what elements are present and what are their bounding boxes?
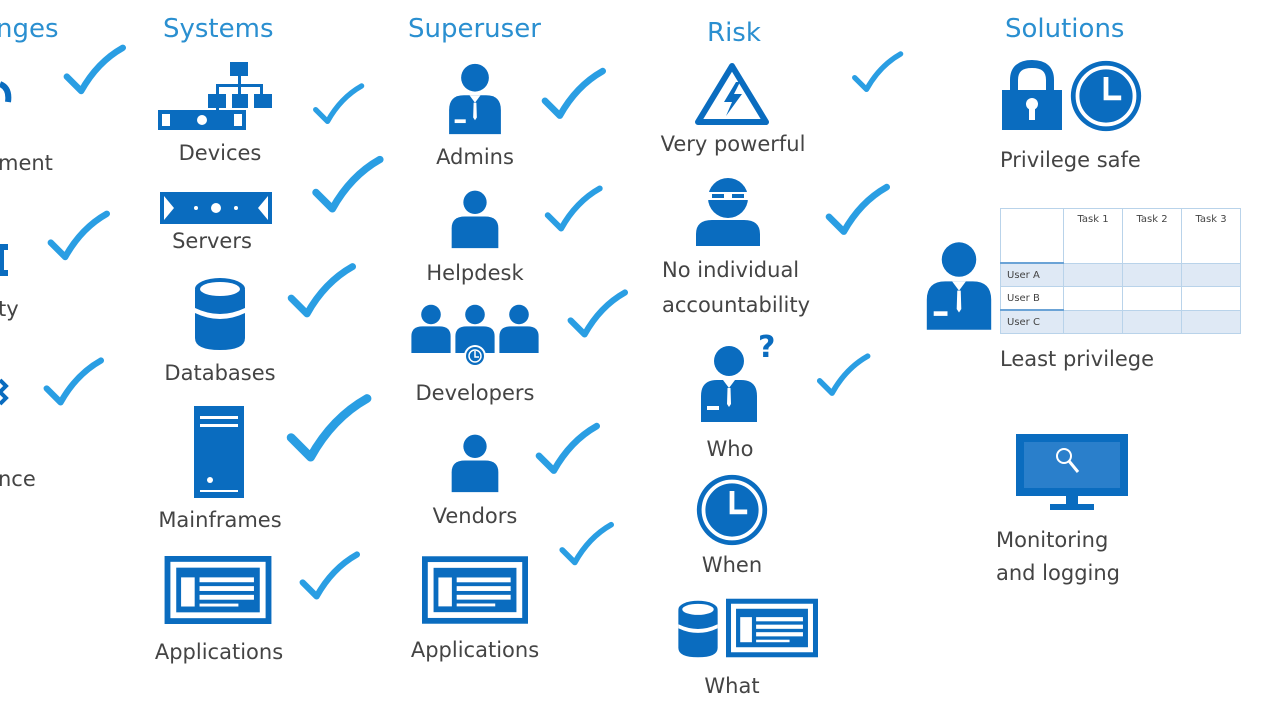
solutions-item-label: and logging xyxy=(996,561,1121,585)
network-device-icon xyxy=(158,62,272,130)
systems-item-label: Mainframes xyxy=(158,508,282,532)
check-icon xyxy=(566,286,628,344)
server-icon xyxy=(160,192,272,224)
superuser-item-label: Admins xyxy=(436,145,514,169)
warning-icon xyxy=(695,63,769,125)
partial-icon xyxy=(0,378,9,406)
check-icon xyxy=(286,260,356,324)
helpdesk-icon xyxy=(450,186,500,252)
solutions-item-label: Least privilege xyxy=(1000,347,1155,371)
systems-item-label: Devices xyxy=(178,141,262,165)
database-icon xyxy=(676,598,720,660)
changes-item-label: ty xyxy=(0,297,19,321)
check-icon xyxy=(62,36,126,106)
monitor-search-icon xyxy=(1016,434,1128,510)
task-header: Task 2 xyxy=(1122,208,1182,264)
risk-item-label: Who xyxy=(706,437,754,461)
user-icon xyxy=(926,242,992,330)
matrix-corner-cell xyxy=(1000,208,1064,264)
application-icon xyxy=(726,598,818,658)
privilege-matrix: Task 1 Task 2 Task 3 User A User B User … xyxy=(1000,208,1241,334)
column-header-systems: Systems xyxy=(163,14,274,44)
column-header-changes: nges xyxy=(0,14,59,44)
check-icon xyxy=(308,154,386,218)
column-header-superuser: Superuser xyxy=(408,14,541,44)
task-header: Task 3 xyxy=(1181,208,1241,264)
risk-item-label: Very powerful xyxy=(660,132,806,156)
superuser-item-label: Vendors xyxy=(432,504,518,528)
check-icon xyxy=(558,512,614,578)
check-icon xyxy=(46,206,110,268)
check-icon xyxy=(846,50,908,96)
clock-icon xyxy=(694,472,770,548)
application-icon xyxy=(164,556,272,624)
partial-icon xyxy=(0,81,12,103)
user-row-label: User B xyxy=(1000,286,1064,311)
column-header-risk: Risk xyxy=(707,18,761,48)
risk-item-label: accountability xyxy=(662,293,811,317)
check-icon xyxy=(824,180,890,242)
check-icon xyxy=(540,66,606,124)
changes-item-label: ment xyxy=(0,151,53,175)
check-icon xyxy=(542,184,604,236)
database-icon xyxy=(192,276,248,352)
systems-item-label: Databases xyxy=(164,361,276,385)
risk-item-label: What xyxy=(704,674,760,698)
question-mark: ? xyxy=(758,330,776,365)
lock-icon xyxy=(1002,60,1062,130)
solutions-item-label: Monitoring xyxy=(996,528,1109,552)
systems-item-label: Applications xyxy=(154,640,284,664)
check-icon xyxy=(282,392,374,468)
unknown-user-icon xyxy=(701,346,757,422)
partial-icon xyxy=(0,244,8,276)
risk-item-label: No individual xyxy=(662,258,800,282)
developers-icon xyxy=(411,304,539,367)
risk-item-label: When xyxy=(701,553,763,577)
column-header-solutions: Solutions xyxy=(1005,14,1125,44)
superuser-item-label: Helpdesk xyxy=(426,261,524,285)
solutions-item-label: Privilege safe xyxy=(1000,148,1141,172)
task-header: Task 1 xyxy=(1063,208,1123,264)
clock-icon xyxy=(1068,58,1144,134)
admin-icon xyxy=(446,62,504,136)
check-icon xyxy=(298,548,360,606)
check-icon xyxy=(814,352,872,400)
superuser-item-label: Developers xyxy=(415,381,535,405)
user-row-label: User C xyxy=(1000,309,1064,334)
changes-item-label: nce xyxy=(0,467,36,491)
application-icon xyxy=(422,556,528,624)
check-icon xyxy=(308,82,368,128)
check-icon xyxy=(534,418,600,482)
check-icon xyxy=(42,352,104,414)
mainframe-icon xyxy=(194,406,244,498)
anonymous-user-icon xyxy=(696,178,760,246)
superuser-item-label: Applications xyxy=(410,638,540,662)
vendor-icon xyxy=(450,430,500,496)
user-row-label: User A xyxy=(1000,262,1064,287)
systems-item-label: Servers xyxy=(172,229,252,253)
